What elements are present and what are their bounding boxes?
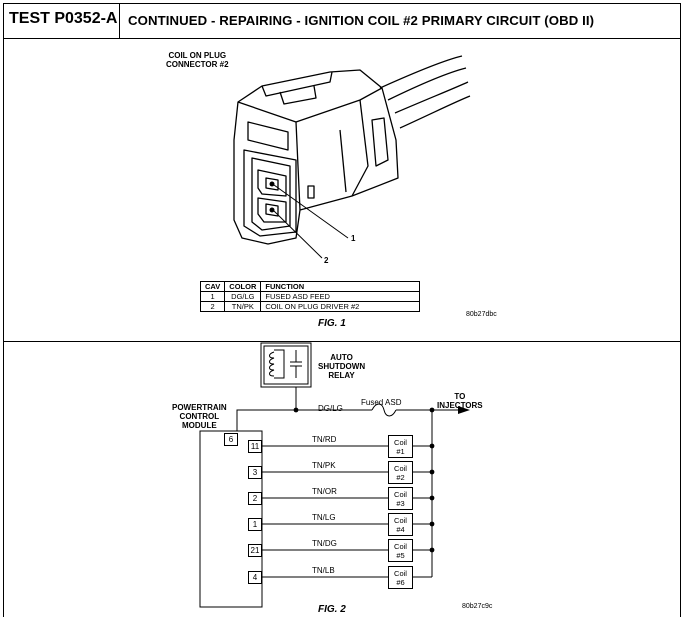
coil-box: Coil #5 — [388, 539, 413, 562]
relay-box-outer — [260, 342, 312, 388]
connector-label-line1: COIL ON PLUG — [168, 51, 227, 60]
coil-number: #3 — [396, 499, 405, 508]
pcm-label: POWERTRAIN CONTROL MODULE — [172, 403, 227, 430]
page-title: CONTINUED - REPAIRING - IGNITION COIL #2… — [128, 13, 595, 28]
table-row: 2 TN/PK COIL ON PLUG DRIVER #2 — [199, 301, 421, 312]
feed-wire-label: DG/LG — [318, 404, 343, 413]
coil-box: Coil #1 — [388, 435, 413, 458]
cavity-1 — [257, 169, 287, 197]
figure-divider — [4, 341, 680, 342]
coil-label: Coil — [394, 569, 407, 578]
figure-2-code: 80b27c9c — [462, 603, 493, 610]
coil-box: Coil #2 — [388, 461, 413, 484]
callout-2: 2 — [324, 256, 329, 265]
wire-label: TN/LG — [312, 513, 336, 522]
coil-number: #4 — [396, 525, 405, 534]
splice-dots — [293, 407, 435, 553]
coil-label: Coil — [394, 516, 407, 525]
wire-label: TN/OR — [312, 487, 337, 496]
coil-box: Coil #3 — [388, 487, 413, 510]
wire-label: TN/DG — [312, 539, 337, 548]
relay-label-line2: SHUTDOWN — [318, 362, 366, 371]
test-id-box: TEST P0352-A — [4, 4, 120, 38]
coil-label: Coil — [394, 542, 407, 551]
cav-cell: 2 — [199, 301, 226, 312]
header-bar: TEST P0352-A CONTINUED - REPAIRING - IGN… — [4, 4, 680, 39]
callout-1: 1 — [351, 234, 356, 243]
figure-1-caption: FIG. 1 — [318, 318, 346, 329]
pcm-label-line2: CONTROL — [179, 412, 220, 421]
pcm-pin: 4 — [248, 571, 262, 584]
pcm-pin-feed: 6 — [224, 433, 238, 446]
function-cell: COIL ON PLUG DRIVER #2 — [260, 301, 421, 312]
pcm-pin: 2 — [248, 492, 262, 505]
cavity-table: CAV COLOR FUNCTION 1 DG/LG FUSED ASD FEE… — [199, 281, 421, 312]
latch-tab — [247, 121, 289, 151]
relay-label-line3: RELAY — [328, 371, 355, 380]
pcm-pin: 11 — [248, 440, 262, 453]
relay-label: AUTO SHUTDOWN RELAY — [318, 353, 365, 380]
coil-label: Coil — [394, 464, 407, 473]
pcm-box — [199, 430, 263, 608]
pcm-label-line1: POWERTRAIN — [172, 403, 227, 412]
coil-number: #5 — [396, 551, 405, 560]
figure-1-code: 80b27dbc — [466, 311, 497, 318]
relay-coil — [269, 351, 275, 377]
color-cell: TN/PK — [224, 301, 262, 312]
to-injectors-label: TO INJECTORS — [437, 392, 483, 410]
diagnostic-sheet: TEST P0352-A CONTINUED - REPAIRING - IGN… — [3, 3, 681, 617]
wire-label: TN/RD — [312, 435, 337, 444]
figure-2-caption: FIG. 2 — [318, 604, 346, 615]
test-id: TEST P0352-A — [9, 10, 118, 27]
to-injectors-arrow — [458, 406, 470, 414]
fuse-label: Fused ASD — [361, 398, 402, 407]
cavity-2 — [257, 197, 287, 223]
callout-2-leader — [273, 210, 323, 259]
coil-label: Coil — [394, 490, 407, 499]
connector-label-line2: CONNECTOR #2 — [166, 60, 229, 69]
pcm-pin: 3 — [248, 466, 262, 479]
coil-box: Coil #4 — [388, 513, 413, 536]
coil-box: Coil #6 — [388, 566, 413, 589]
coil-number: #2 — [396, 473, 405, 482]
relay-contact — [290, 350, 302, 378]
to-label-line2: INJECTORS — [437, 401, 483, 410]
wire-bundle — [379, 55, 471, 129]
pcm-pin: 21 — [248, 544, 262, 557]
coil-number: #1 — [396, 447, 405, 456]
to-label-line1: TO — [454, 392, 466, 401]
wire-label: TN/PK — [312, 461, 336, 470]
connector-label: COIL ON PLUG CONNECTOR #2 — [166, 51, 229, 69]
coil-label: Coil — [394, 438, 407, 447]
cavity-frame — [243, 149, 297, 237]
coil-number: #6 — [396, 578, 405, 587]
pcm-pin: 1 — [248, 518, 262, 531]
wire-label: TN/LB — [312, 566, 335, 575]
pcm-label-line3: MODULE — [182, 421, 217, 430]
relay-label-line1: AUTO — [330, 353, 353, 362]
callout-1-leader — [273, 184, 349, 239]
fuse-symbol — [371, 403, 397, 417]
